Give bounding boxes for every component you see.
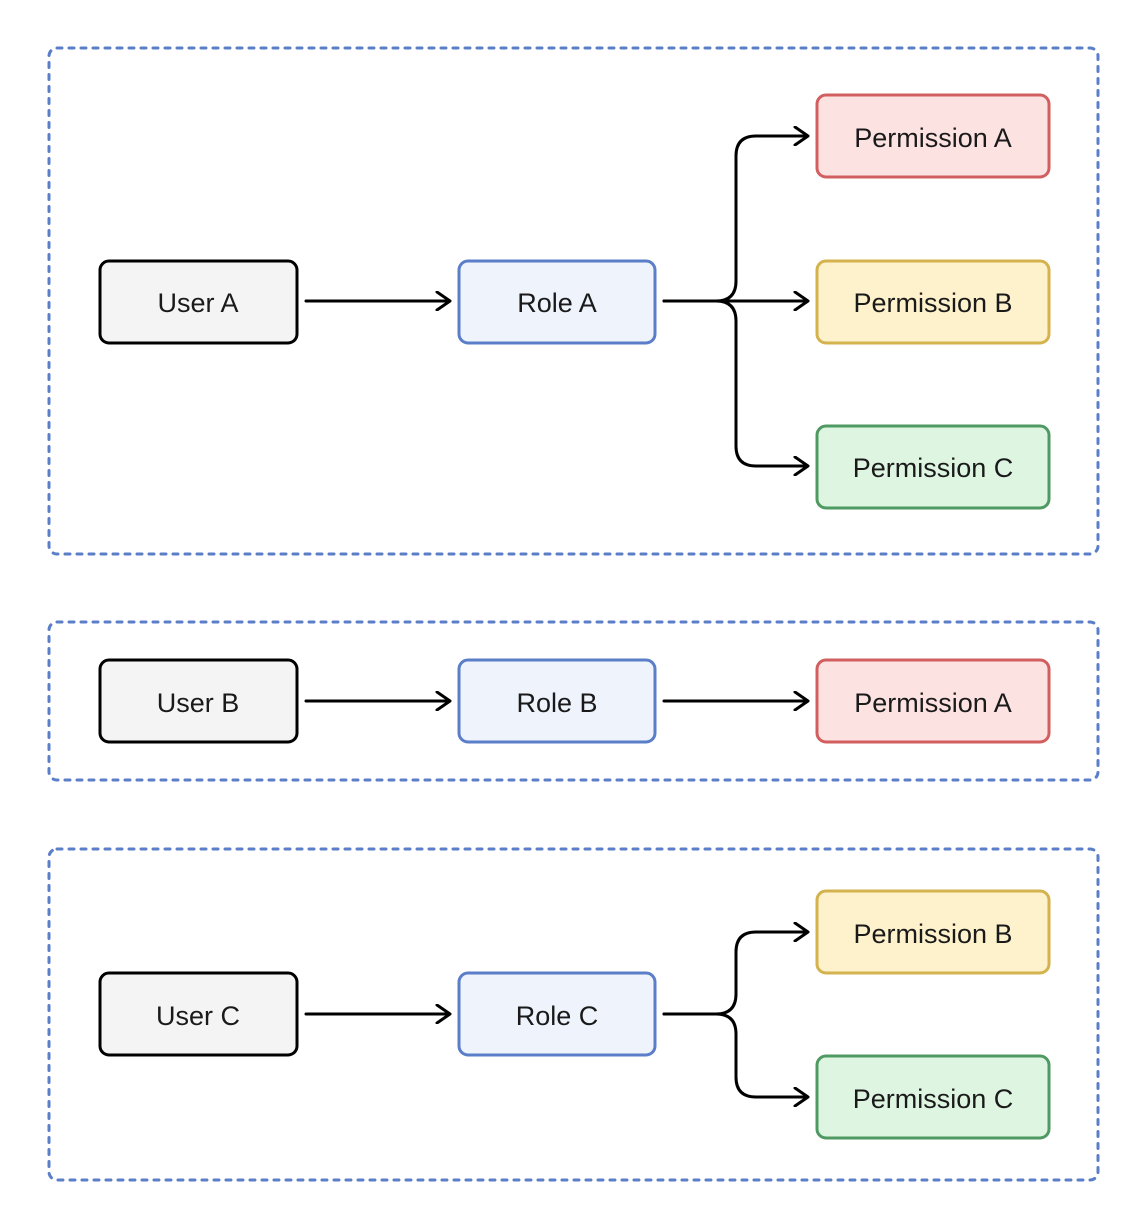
permission-node[interactable]: Permission A — [815, 658, 1051, 744]
user-label: User B — [157, 688, 240, 718]
permission-label: Permission B — [853, 919, 1012, 949]
permission-node[interactable]: Permission A — [815, 93, 1051, 179]
permission-label: Permission A — [854, 688, 1012, 718]
user-node[interactable]: User A — [98, 259, 299, 345]
permission-node[interactable]: Permission B — [815, 889, 1051, 975]
edge-role-a-to-permission-a — [662, 136, 807, 303]
group-frame — [47, 847, 1100, 1182]
edge-role-c-to-permission-b — [662, 932, 807, 1016]
permission-node[interactable]: Permission C — [815, 1054, 1051, 1140]
user-label: User A — [157, 288, 238, 318]
user-node[interactable]: User C — [98, 971, 299, 1057]
group-user-b: User B Role B Permission A — [47, 620, 1100, 782]
permission-label: Permission C — [853, 453, 1014, 483]
group-user-c: User C Role C Permission B Permission C — [47, 847, 1100, 1182]
edge-role-a-to-permission-c — [662, 299, 807, 466]
role-node[interactable]: Role A — [457, 259, 657, 345]
permission-node[interactable]: Permission B — [815, 259, 1051, 345]
role-node[interactable]: Role B — [457, 658, 657, 744]
role-label: Role B — [516, 688, 597, 718]
role-label: Role C — [516, 1001, 599, 1031]
group-frame — [47, 46, 1100, 556]
permission-label: Permission C — [853, 1084, 1014, 1114]
role-node[interactable]: Role C — [457, 971, 657, 1057]
edge-role-c-to-permission-c — [662, 1012, 807, 1097]
user-label: User C — [156, 1001, 240, 1031]
permission-node[interactable]: Permission C — [815, 424, 1051, 510]
permission-label: Permission B — [853, 288, 1012, 318]
permission-label: Permission A — [854, 123, 1012, 153]
user-node[interactable]: User B — [98, 658, 299, 744]
group-frame — [47, 620, 1100, 782]
group-user-a: User A Role A Permission A Permission B … — [47, 46, 1100, 556]
role-label: Role A — [517, 288, 597, 318]
